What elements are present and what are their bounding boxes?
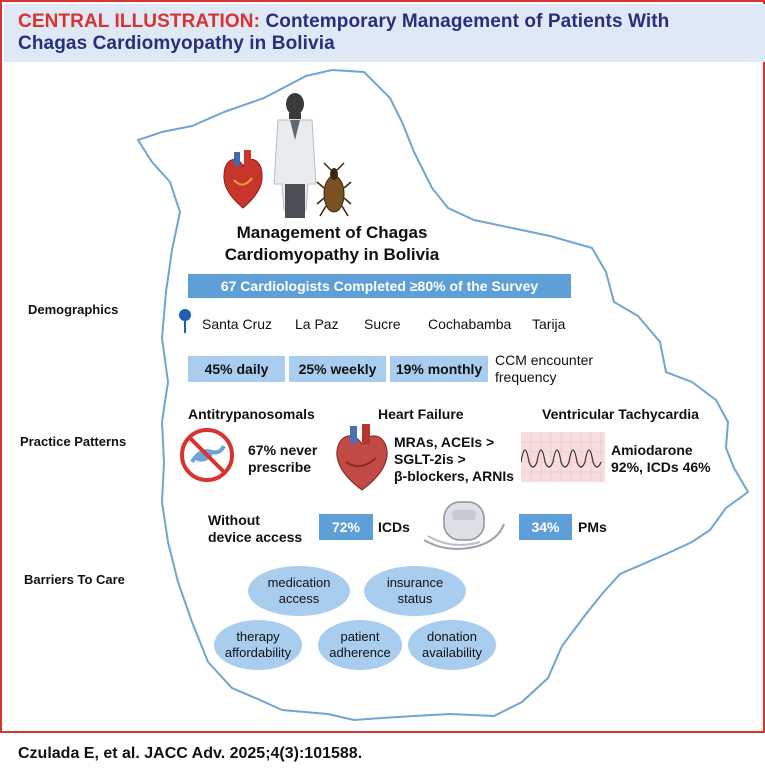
barrier-line: availability (422, 645, 482, 660)
city-santa-cruz: Santa Cruz (202, 316, 273, 332)
antitrypanosomals-line-2: prescribe (248, 459, 312, 475)
frequency-monthly: 19% monthly (390, 356, 488, 382)
device-access-label: Without device access (208, 512, 302, 546)
pm-percentage: 34% (519, 514, 572, 540)
section-demographics: Demographics (28, 302, 119, 317)
city-cochabamba: Cochabamba (428, 316, 512, 332)
frequency-weekly-pct: 25% (298, 361, 327, 377)
header-label: CENTRAL ILLUSTRATION: (18, 11, 261, 32)
barrier-line: medication (267, 575, 331, 590)
city-tarija: Tarija (532, 316, 566, 332)
antitrypanosomals-text: 67% never prescribe (248, 442, 317, 476)
center-title-line-2: Cardiomyopathy in Bolivia (224, 245, 440, 264)
city-sucre: Sucre (364, 316, 401, 332)
citation: Czulada E, et al. JACC Adv. 2025;4(3):10… (18, 745, 363, 762)
device-access-line-2: device access (208, 529, 303, 545)
frequency-monthly-label: monthly (427, 361, 483, 377)
city-la-paz: La Paz (295, 316, 339, 332)
survey-banner: 67 Cardiologists Completed ≥80% of the S… (188, 274, 571, 298)
heart-failure-line-1: MRAs, ACEIs > (394, 434, 495, 450)
antitrypanosomals-heading: Antitrypanosomals (188, 406, 315, 422)
survey-banner-text: Cardiologists Completed ≥80% of the Surv… (236, 278, 539, 294)
device-access-line-1: Without (208, 512, 260, 528)
barrier-line: donation (427, 629, 477, 644)
heart-icon (223, 150, 263, 209)
barrier-line: patient (340, 629, 380, 644)
pacemaker-device-icon (423, 501, 505, 550)
header-title-part2: Chagas Cardiomyopathy in Bolivia (18, 33, 335, 54)
frequency-caption: CCM encounter frequency (495, 352, 593, 386)
header: CENTRAL ILLUSTRATION: Contemporary Manag… (4, 4, 765, 62)
anatomical-heart-icon (336, 424, 388, 491)
no-parasite-icon (180, 428, 234, 482)
frequency-caption-line-2: frequency (495, 369, 557, 385)
barrier-line: insurance (386, 575, 444, 590)
barrier-line: status (397, 591, 433, 606)
ecg-strip-icon (521, 432, 605, 482)
section-barriers: Barriers To Care (24, 572, 125, 587)
frequency-daily: 45% daily (188, 356, 285, 382)
heart-failure-line-3: β-blockers, ARNIs (394, 468, 515, 484)
heart-failure-text: MRAs, ACEIs > SGLT-2is > β-blockers, ARN… (394, 434, 514, 485)
pm-label: PMs (578, 519, 607, 535)
barrier-line: access (278, 591, 320, 606)
frequency-daily-pct: 45% (204, 361, 233, 377)
frequency-caption-line-1: CCM encounter (495, 352, 594, 368)
frequency-weekly: 25% weekly (289, 356, 386, 382)
icd-percentage: 72% (319, 514, 373, 540)
heart-failure-line-2: SGLT-2is > (394, 451, 466, 467)
vt-line-1: Amiodarone (611, 442, 693, 458)
illustration-frame: CENTRAL ILLUSTRATION: Contemporary Manag… (0, 0, 765, 733)
map-path (136, 68, 750, 722)
triatomine-bug-icon (316, 162, 352, 217)
frequency-weekly-label: weekly (330, 361, 377, 377)
header-title-part1: Contemporary Management of Patients With (265, 11, 670, 32)
bolivia-map-outline (136, 68, 750, 722)
icd-label: ICDs (378, 519, 410, 535)
center-title-line-1: Management of Chagas (236, 223, 428, 242)
vt-heading: Ventricular Tachycardia (542, 406, 699, 422)
vt-text: Amiodarone 92%, ICDs 46% (611, 442, 711, 476)
heart-failure-heading: Heart Failure (378, 406, 464, 422)
barrier-line: therapy (236, 629, 280, 644)
frequency-daily-label: daily (236, 361, 269, 377)
vt-line-2: 92%, ICDs 46% (611, 459, 711, 475)
frequency-monthly-pct: 19% (395, 361, 424, 377)
location-pin-icon (179, 309, 191, 333)
center-title: Management of Chagas Cardiomyopathy in B… (212, 222, 452, 266)
antitrypanosomals-line-1: 67% never (248, 442, 318, 458)
barrier-line: adherence (329, 645, 391, 660)
header-line-1: CENTRAL ILLUSTRATION: Contemporary Manag… (18, 11, 751, 33)
doctor-icon (273, 93, 317, 218)
barrier-line: affordability (224, 645, 292, 660)
section-practice-patterns: Practice Patterns (20, 434, 127, 449)
survey-count: 67 (220, 278, 237, 294)
